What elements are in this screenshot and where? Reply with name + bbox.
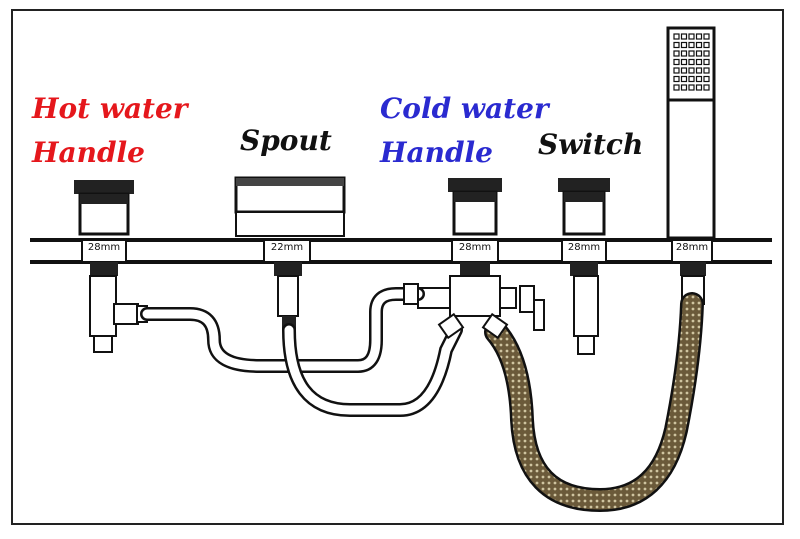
nozzle	[695, 41, 703, 49]
nozzle	[673, 41, 680, 49]
spout-label: Spout	[240, 124, 332, 157]
size-tag-cold: 28mm	[459, 242, 491, 253]
nozzle	[673, 33, 680, 40]
switch	[558, 178, 610, 355]
size-tag-spout: 22mm	[271, 242, 303, 253]
nozzle	[673, 75, 680, 83]
nozzle	[688, 84, 695, 91]
switch-label: Switch	[538, 128, 644, 161]
nozzle	[673, 58, 680, 66]
size-tag-hot: 28mm	[88, 242, 120, 253]
nozzle	[673, 67, 680, 74]
cold-water-label-line1: Cold water	[380, 92, 549, 125]
nozzle	[695, 84, 703, 91]
nozzle	[695, 33, 703, 40]
nozzle	[680, 67, 688, 74]
cold-water-label-line2: Handle	[380, 136, 493, 169]
nozzle	[703, 58, 710, 66]
nozzle	[688, 41, 695, 49]
diagram-frame	[11, 9, 784, 525]
nozzle	[680, 58, 688, 66]
nozzle	[695, 58, 703, 66]
nozzle	[688, 67, 695, 74]
size-tag-shower: 28mm	[676, 242, 708, 253]
hot-water-label-line1: Hot water	[32, 92, 188, 125]
hot-water-handle	[74, 180, 148, 353]
deck	[30, 238, 772, 264]
hose-fittings	[403, 283, 509, 340]
hoses	[140, 287, 704, 513]
nozzle	[703, 67, 710, 74]
nozzle	[703, 75, 710, 83]
nozzle	[680, 50, 688, 57]
shower-nozzles	[673, 33, 710, 91]
nozzle	[680, 84, 688, 91]
nozzle	[703, 33, 710, 40]
nozzle	[703, 50, 710, 57]
size-tags: 28mm 22mm 28mm 28mm 28mm	[88, 242, 708, 253]
nozzle	[695, 75, 703, 83]
hot-water-label-line2: Handle	[32, 136, 145, 169]
nozzle	[680, 41, 688, 49]
hand-shower	[666, 26, 716, 305]
nozzle	[703, 84, 710, 91]
spout	[234, 176, 346, 330]
nozzle	[673, 84, 680, 91]
nozzle	[688, 58, 695, 66]
nozzle	[688, 33, 695, 40]
nozzle	[695, 50, 703, 57]
nozzle	[688, 50, 695, 57]
nozzle	[688, 75, 695, 83]
nozzle	[695, 67, 703, 74]
nozzle	[680, 33, 688, 40]
nozzle	[680, 75, 688, 83]
size-tag-switch: 28mm	[568, 242, 600, 253]
nozzle	[703, 41, 710, 49]
nozzle	[673, 50, 680, 57]
cold-water-handle	[417, 178, 545, 331]
